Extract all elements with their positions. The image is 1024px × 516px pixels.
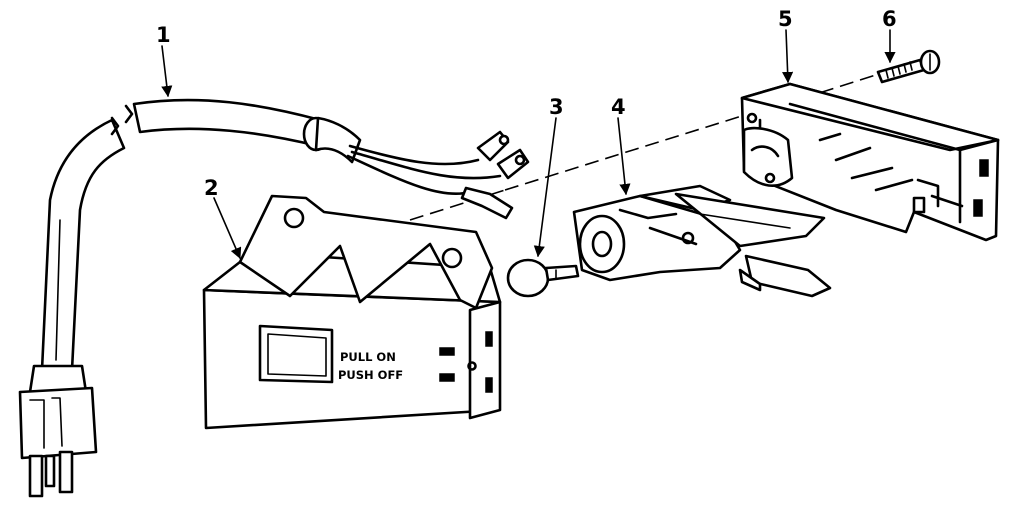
switch-assembly [572, 184, 832, 298]
power-cord-with-plug [18, 98, 530, 498]
callout-5: 5 [778, 7, 793, 31]
callout-1: 1 [156, 23, 171, 47]
callout-2: 2 [204, 176, 219, 200]
outlet-housing: PULL ON PUSH OFF [202, 194, 502, 430]
leader-lines [161, 29, 896, 260]
callout-3: 3 [549, 95, 564, 119]
screw [876, 49, 941, 84]
callout-6: 6 [882, 7, 897, 31]
callout-numbers: 1 2 3 4 5 6 [156, 7, 897, 200]
callout-4: 4 [611, 95, 626, 119]
base-frame [740, 82, 1000, 242]
switch-knob [506, 258, 580, 298]
housing-label-pull-on: PULL ON [340, 350, 396, 364]
housing-label-push-off: PUSH OFF [338, 368, 403, 382]
